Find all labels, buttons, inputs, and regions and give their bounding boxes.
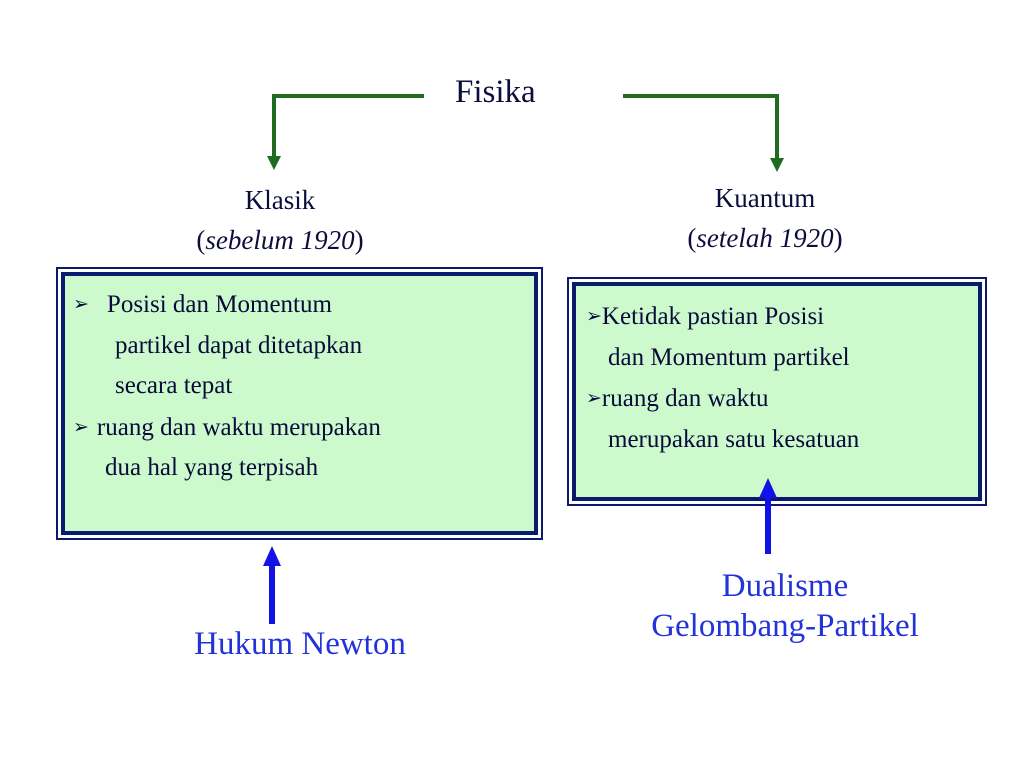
classical-heading-block: Klasik (sebelum 1920): [170, 180, 390, 260]
diagram-title: Fisika: [455, 74, 536, 110]
quantum-heading-block: Kuantum (setelah 1920): [660, 178, 870, 258]
quantum-period: setelah 1920: [696, 223, 834, 253]
classical-point-1-line-1: ➢Posisi dan Momentum: [73, 284, 381, 326]
quantum-point-1-line-1: ➢Ketidak pastian Posisi: [586, 296, 859, 338]
classical-points: ➢Posisi dan Momentum partikel dapat dite…: [73, 284, 381, 489]
classical-point-2-line-2: dua hal yang terpisah: [105, 454, 319, 481]
quantum-point-2-line-1: ➢ruang dan waktu: [586, 378, 859, 420]
bullet-arrow-icon: ➢: [586, 305, 602, 327]
connector-right-arrowhead: [770, 158, 784, 172]
bullet-arrow-icon: ➢: [73, 415, 89, 438]
quantum-points: ➢Ketidak pastian Posisi dan Momentum par…: [586, 296, 859, 460]
classical-point-2-line-1: ➢ruang dan waktu merupakan: [73, 407, 381, 449]
classical-point-1-line-3: secara tepat: [115, 372, 233, 399]
quantum-period-line: (setelah 1920): [687, 223, 843, 253]
classical-period-line: (sebelum 1920): [196, 225, 364, 255]
bullet-arrow-icon: ➢: [73, 293, 89, 315]
classical-heading: Klasik: [244, 185, 316, 215]
quantum-point-2-line-2: merupakan satu kesatuan: [608, 425, 860, 453]
classical-point-1-line-2: partikel dapat ditetapkan: [115, 331, 363, 359]
newton-label: Hukum Newton: [194, 626, 406, 662]
quantum-heading: Kuantum: [714, 183, 816, 213]
quantum-point-1-line-2: dan Momentum partikel: [608, 343, 850, 371]
dualism-label-line-1: Dualisme: [721, 568, 849, 604]
dualism-label: Dualisme Gelombang-Partikel: [610, 566, 960, 646]
connector-left-arrowhead: [267, 156, 281, 170]
classical-box: ➢Posisi dan Momentum partikel dapat dite…: [56, 267, 543, 540]
dualism-label-line-2: Gelombang-Partikel: [651, 608, 919, 644]
quantum-box: ➢Ketidak pastian Posisi dan Momentum par…: [567, 277, 987, 506]
classical-period: sebelum 1920: [205, 225, 355, 255]
bullet-arrow-icon: ➢: [586, 387, 602, 409]
